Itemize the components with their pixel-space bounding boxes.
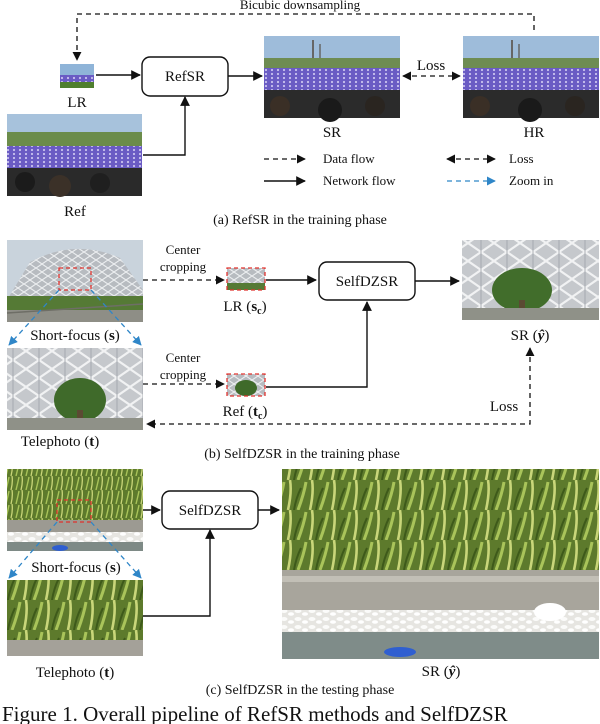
- ref-to-refsr-arrow: [143, 96, 190, 156]
- ref-tc-image: [226, 373, 266, 397]
- zoom-line-left-c: [8, 521, 58, 579]
- zoom-line-right-c: [90, 521, 142, 579]
- center-cropping-label-2a: Center: [166, 350, 201, 365]
- sr-image: [264, 36, 400, 122]
- sr-yhat-label-c: SR (ŷ): [422, 664, 461, 680]
- legend: Data flow Network flow Loss Zoom in: [264, 151, 554, 188]
- zoom-line-right-b: [90, 289, 142, 346]
- selfdzsr-label-b: SelfDZSR: [336, 274, 399, 290]
- zoom-line-left-b: [8, 289, 60, 346]
- bicubic-downsampling-label: Bicubic downsampling: [240, 0, 361, 12]
- telephoto-image-b: [7, 348, 143, 430]
- short-focus-image-c: [7, 469, 143, 551]
- ref-label: Ref: [64, 204, 86, 220]
- crop-box-short-focus: [58, 267, 92, 291]
- telephoto-to-selfdzsr-arrow: [143, 529, 215, 617]
- ref-tc-to-selfdzsr-arrow: [266, 301, 372, 388]
- short-focus-image: [6, 240, 144, 322]
- telephoto-image-c: [7, 580, 143, 656]
- sr-image-c: [282, 469, 599, 659]
- selfdzsr-label-c: SelfDZSR: [179, 503, 242, 519]
- figure-caption: Figure 1. Overall pipeline of RefSR meth…: [2, 702, 508, 724]
- legend-network-flow-label: Network flow: [323, 173, 396, 188]
- lr-image: [60, 64, 94, 88]
- refsr-label: RefSR: [165, 69, 205, 85]
- hr-label: HR: [524, 125, 545, 141]
- bicubic-downsampling-arrow: [72, 13, 535, 61]
- short-focus-label-c: Short-focus (s): [31, 560, 121, 576]
- short-focus-label: Short-focus (s): [30, 328, 120, 344]
- ref-tc-label: Ref (tc): [223, 404, 268, 422]
- telephoto-label-c: Telephoto (t): [36, 665, 115, 681]
- loss-feedback-arrow: [146, 347, 535, 429]
- center-cropping-label-2b: cropping: [160, 367, 207, 382]
- lr-sc-image: [226, 267, 266, 291]
- lr-label: LR: [67, 95, 86, 111]
- panel-c: Short-focus (s) Telephoto (t) SelfDZSR S…: [7, 469, 599, 698]
- legend-data-flow-label: Data flow: [323, 151, 375, 166]
- panel-b: Short-focus (s) Telephoto (t) Center cro…: [6, 240, 599, 462]
- sr-label: SR: [323, 125, 341, 141]
- crop-box-short-focus-c: [56, 499, 92, 523]
- caption-a: (a) RefSR in the training phase: [213, 213, 387, 228]
- sr-image-b: [462, 240, 599, 320]
- caption-c: (c) SelfDZSR in the testing phase: [206, 683, 395, 698]
- loss-label-b: Loss: [490, 399, 519, 415]
- loss-label: Loss: [417, 58, 446, 74]
- ref-image: [7, 114, 142, 197]
- center-cropping-label-1b: cropping: [160, 259, 207, 274]
- center-cropping-label-1a: Center: [166, 242, 201, 257]
- legend-loss-label: Loss: [509, 151, 534, 166]
- caption-b: (b) SelfDZSR in the training phase: [204, 447, 400, 462]
- telephoto-label-b: Telephoto (t): [21, 434, 100, 450]
- legend-zoom-in-label: Zoom in: [509, 173, 554, 188]
- sr-yhat-label-b: SR (ŷ): [511, 328, 550, 344]
- panel-a: Bicubic downsampling LR Ref RefSR: [7, 0, 599, 228]
- lr-sc-label: LR (sc): [223, 299, 266, 317]
- hr-image: [463, 36, 599, 122]
